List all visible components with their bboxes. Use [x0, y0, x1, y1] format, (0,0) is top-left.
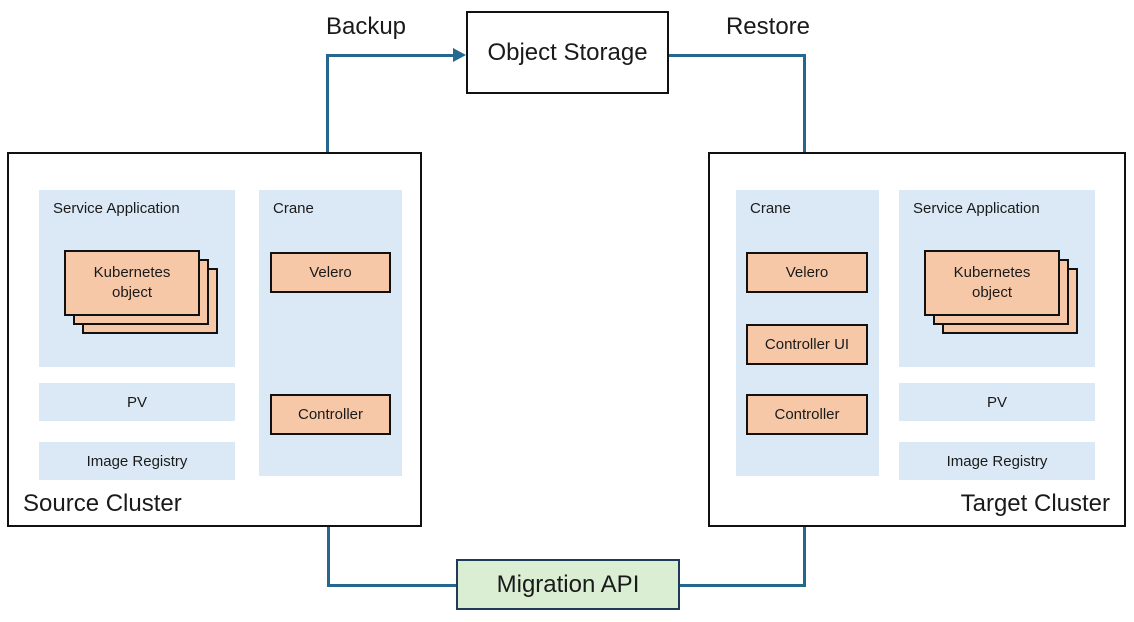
migration-left-line-horizontal	[327, 584, 457, 587]
target-controller-ui-node: Controller UI	[746, 324, 868, 365]
object-storage-label: Object Storage	[487, 38, 648, 66]
source-kubernetes-object-node: Kubernetes object	[64, 250, 200, 316]
source-cluster-title: Source Cluster	[23, 490, 182, 517]
source-service-application-title: Service Application	[53, 200, 180, 217]
restore-flow-label: Restore	[725, 13, 811, 40]
source-image-registry-panel: Image Registry	[39, 442, 235, 480]
target-service-application-panel: Service Application Kubernetes object	[899, 190, 1095, 367]
target-controller-node: Controller	[746, 394, 868, 435]
target-cluster-title: Target Cluster	[960, 490, 1110, 517]
target-kubernetes-object-node: Kubernetes object	[924, 250, 1060, 316]
source-pv-panel: PV	[39, 383, 235, 421]
source-crane-title: Crane	[273, 200, 314, 217]
target-crane-title: Crane	[750, 200, 791, 217]
backup-line-horizontal	[326, 54, 454, 57]
source-cluster-box: Service Application Kubernetes object Cr…	[7, 152, 422, 527]
target-pv-panel: PV	[899, 383, 1095, 421]
migration-api-label: Migration API	[496, 570, 640, 598]
source-service-application-panel: Service Application Kubernetes object	[39, 190, 235, 367]
restore-line-horizontal	[669, 54, 806, 57]
object-storage-node: Object Storage	[466, 11, 669, 94]
target-image-registry-panel: Image Registry	[899, 442, 1095, 480]
target-cluster-box: Crane Velero Controller UI Controller Se…	[708, 152, 1126, 527]
backup-flow-label: Backup	[325, 13, 407, 40]
source-velero-node: Velero	[270, 252, 391, 293]
target-velero-node: Velero	[746, 252, 868, 293]
target-service-application-title: Service Application	[913, 200, 1040, 217]
source-controller-node: Controller	[270, 394, 391, 435]
restore-line-vertical	[803, 54, 806, 238]
migration-right-line-horizontal	[679, 584, 806, 587]
migration-api-node: Migration API	[456, 559, 680, 610]
backup-arrowhead-icon	[453, 48, 466, 62]
